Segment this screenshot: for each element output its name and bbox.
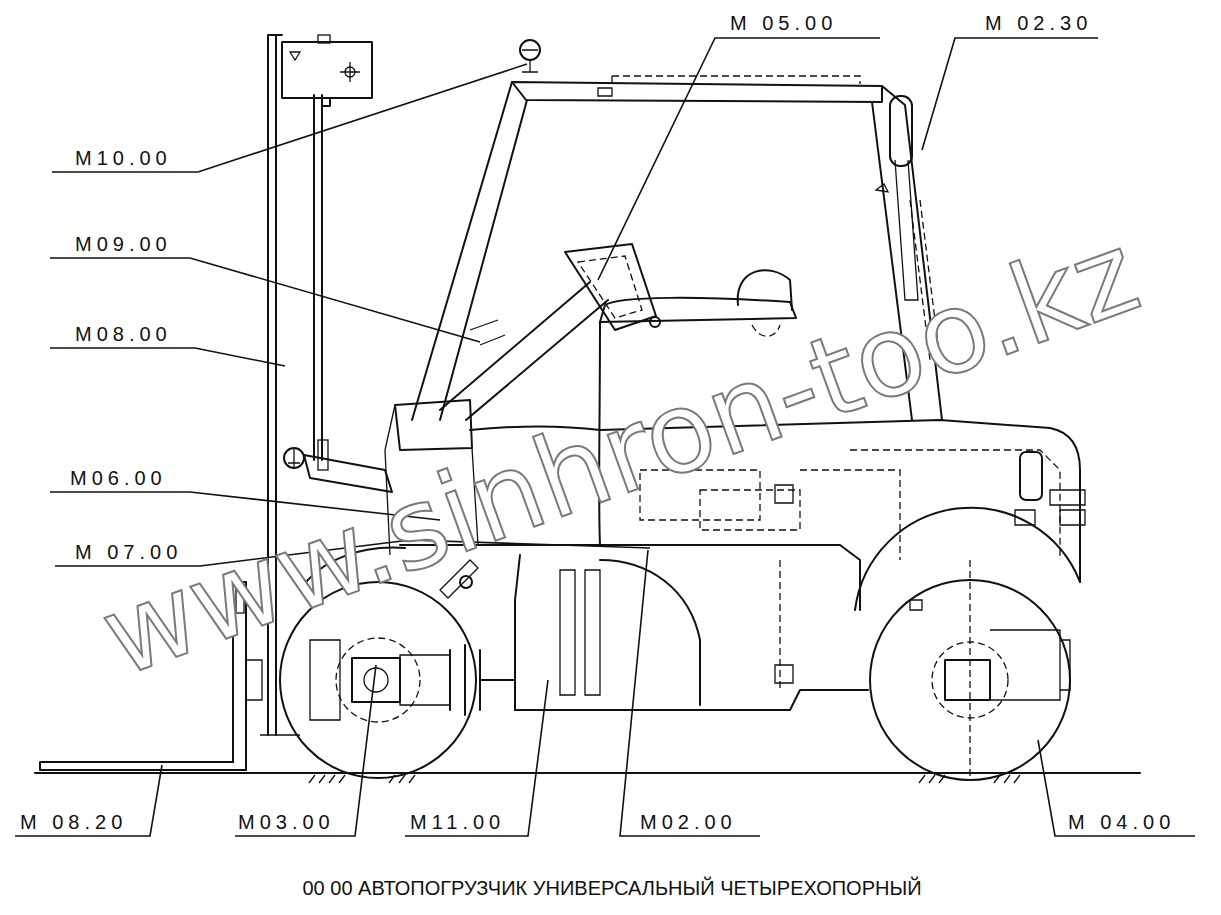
roof-clip — [598, 88, 612, 96]
callout-number: M 04.00 — [1068, 811, 1175, 833]
lamp-box — [282, 42, 372, 98]
mount — [910, 600, 922, 610]
frame-rails — [560, 570, 600, 695]
steering-wheel — [578, 256, 642, 318]
callout-number: M 08.20 — [20, 811, 127, 833]
mast-inner — [314, 95, 322, 460]
mount — [775, 485, 793, 683]
leader-line — [15, 765, 162, 836]
chain-anchor — [322, 98, 330, 106]
ground-line — [35, 772, 1140, 774]
front-pillar — [412, 82, 527, 420]
steering-knob — [650, 317, 660, 327]
callout-number: M06.00 — [70, 467, 167, 489]
ground-hatch — [309, 775, 1020, 783]
steering-wheel — [565, 244, 656, 330]
rear-lamp — [1020, 452, 1042, 500]
front-hub — [364, 668, 388, 692]
leader-line — [50, 348, 285, 366]
brake-drum — [450, 645, 515, 715]
steer-axis — [969, 560, 970, 780]
steering-column — [440, 282, 608, 420]
exhaust-pipe — [890, 96, 912, 166]
seat-back — [752, 325, 780, 336]
tilt-pin — [284, 448, 304, 468]
callout-number: M 05.00 — [730, 12, 837, 34]
counterweight — [850, 450, 1060, 560]
dash-box — [395, 400, 472, 450]
hitch — [1015, 490, 1085, 525]
lamp-box-mark — [290, 52, 300, 60]
seat-back — [738, 270, 792, 310]
leader-line — [1038, 740, 1195, 836]
leader-lines — [15, 38, 1195, 836]
leader-line — [922, 38, 1098, 150]
callout-number: M09.00 — [75, 233, 172, 255]
lamp-box-mark — [340, 62, 360, 82]
pedal-pivot — [460, 576, 472, 588]
callout-number: M11.00 — [410, 811, 505, 833]
ground-line — [35, 773, 1140, 783]
leader-line — [235, 665, 376, 836]
callout-number: M02.00 — [640, 811, 737, 833]
tilt-bracket — [318, 440, 328, 470]
lamp-box-top — [318, 35, 330, 43]
frame-front — [515, 555, 520, 710]
front-hub — [352, 658, 400, 702]
seat-cushion — [600, 298, 796, 322]
leader-line — [620, 550, 760, 836]
callout-number: M08.00 — [75, 323, 172, 345]
leader-line — [52, 64, 527, 172]
mast-foot — [260, 734, 300, 735]
guard-roof-rail — [612, 76, 860, 84]
exhaust-pipe — [895, 160, 918, 300]
watermark: www.sinhron-too.kz — [89, 216, 1151, 694]
roof-lamp — [522, 50, 538, 72]
leader-line — [598, 38, 880, 280]
body-bottom — [515, 690, 868, 710]
fork-blade — [40, 762, 246, 770]
fuel-tank — [600, 560, 700, 705]
leader-line — [405, 680, 548, 836]
callout-number: M10.00 — [75, 147, 172, 169]
rear-fender — [855, 508, 1080, 610]
callout-number: M 02.30 — [985, 12, 1092, 34]
fork-carriage — [246, 660, 262, 700]
tilt-pin — [288, 448, 300, 468]
caption: 00 00 АВТОПОГРУЗЧИК УНИВЕРСАЛЬНЫЙ ЧЕТЫРЕ… — [302, 876, 921, 900]
callout-number: M03.00 — [238, 811, 335, 833]
pillar-clip — [876, 184, 888, 192]
steer-axle — [990, 630, 1070, 700]
seat — [600, 270, 796, 336]
front-hub — [336, 638, 420, 722]
rear-hub — [945, 660, 990, 700]
engine — [780, 470, 900, 690]
guard-roof — [512, 82, 882, 102]
drive-axle — [310, 640, 450, 720]
